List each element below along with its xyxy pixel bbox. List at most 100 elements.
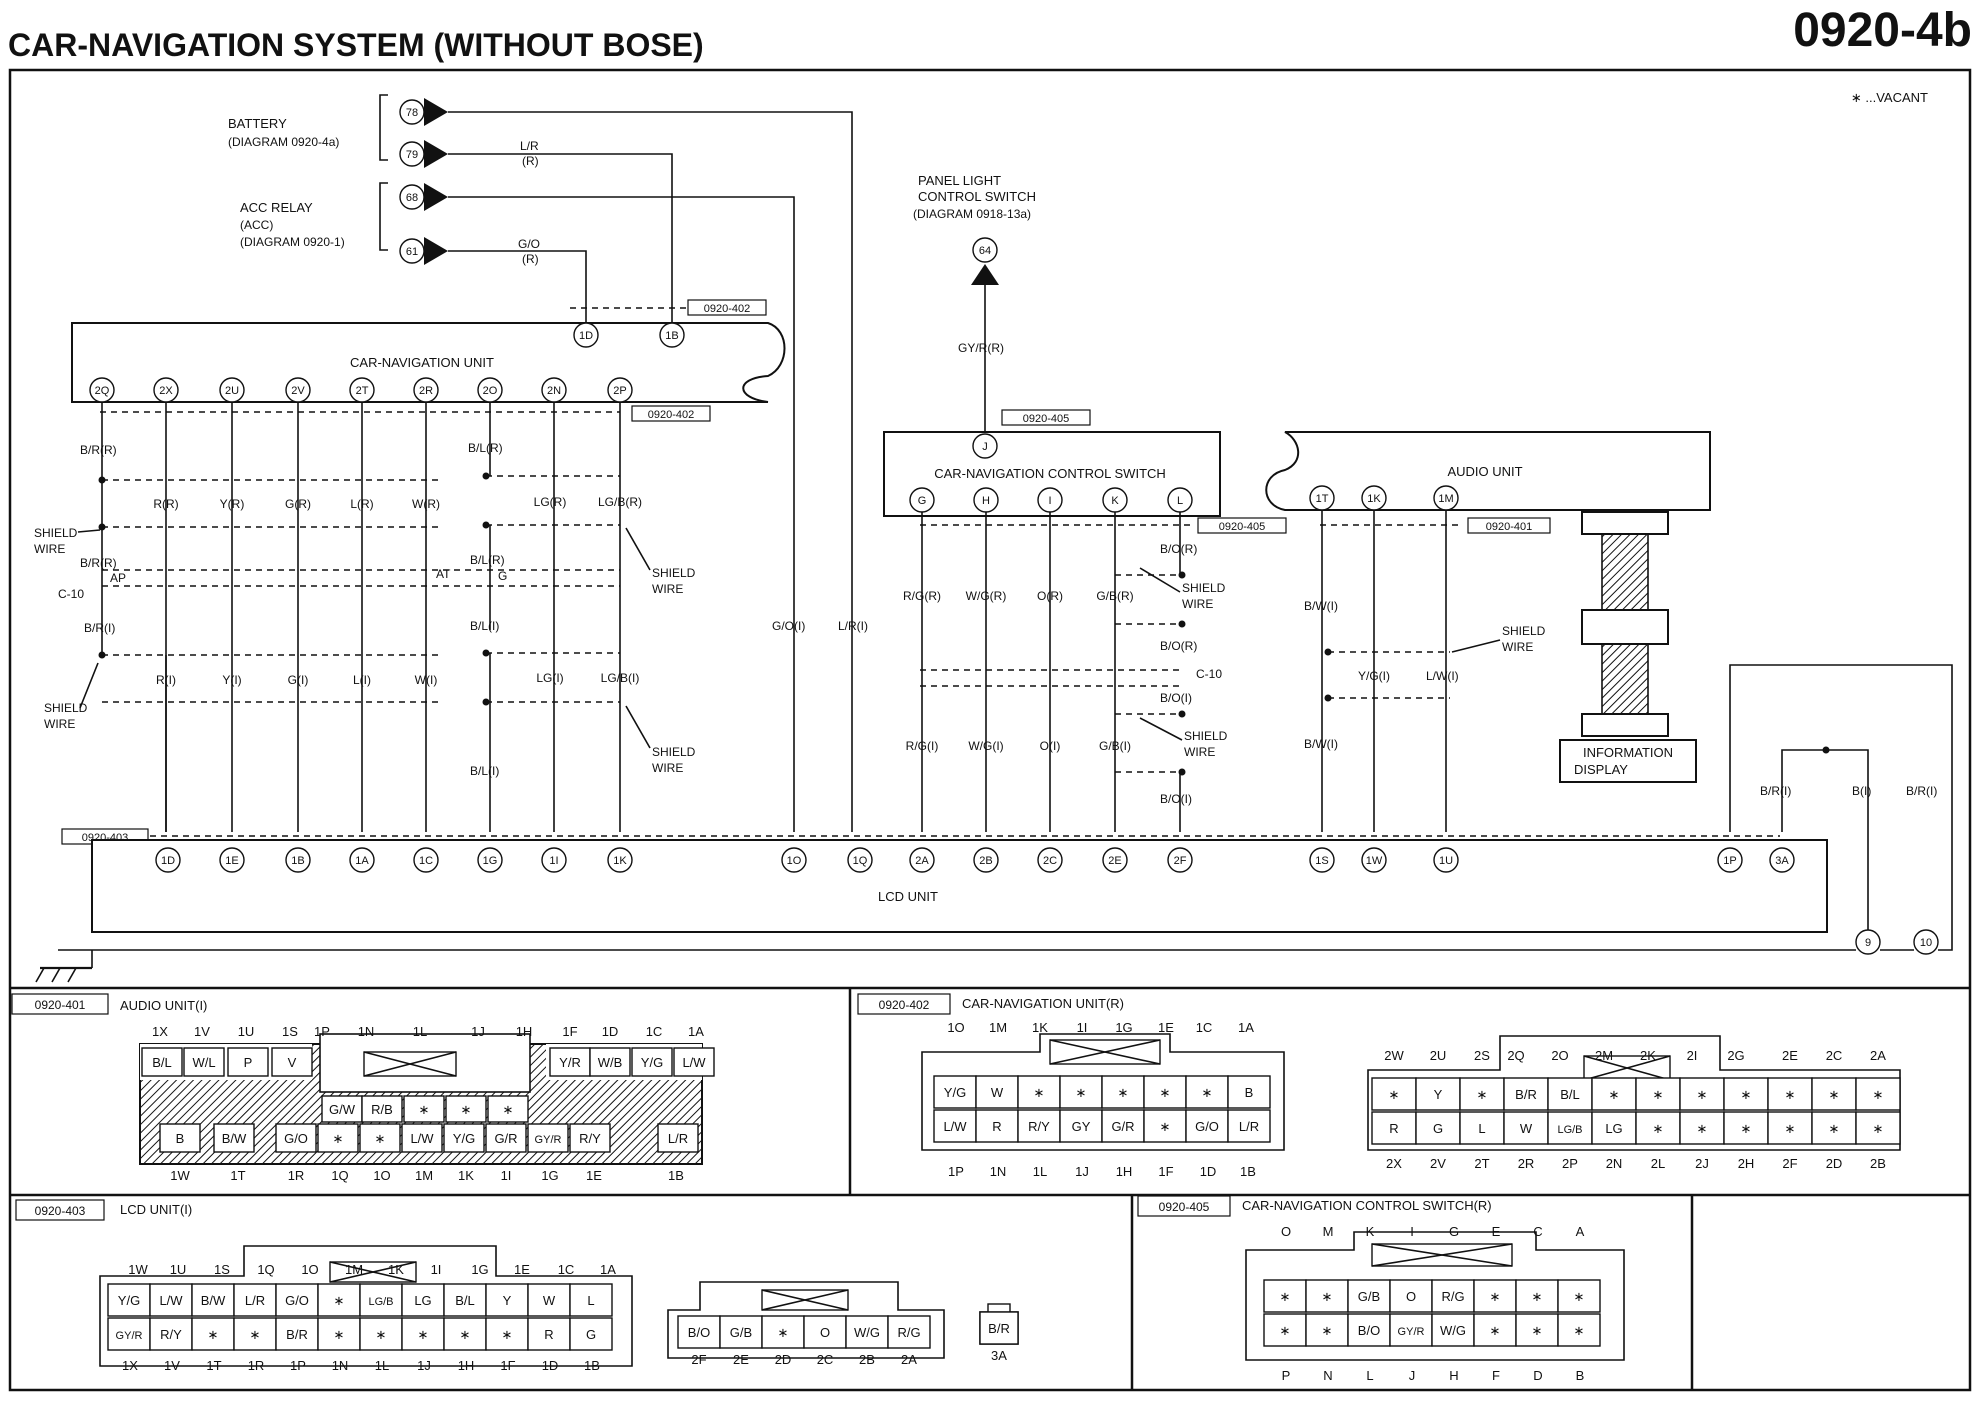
svg-text:LG: LG <box>1605 1121 1622 1136</box>
p402-a-row1-cell: Y/G <box>933 1075 977 1109</box>
svg-text:L: L <box>587 1293 594 1308</box>
p402-a-row2-cell: L/R <box>1227 1109 1271 1143</box>
p405-bottom-pin-label: P <box>1282 1368 1291 1383</box>
p403-b-bottom-pin-label: 2D <box>775 1352 792 1367</box>
p401-row2-cell: GY/R <box>527 1123 569 1153</box>
wire-label: B/R(R) <box>80 443 117 457</box>
svg-text:G/B: G/B <box>1358 1289 1380 1304</box>
splice <box>482 472 490 480</box>
svg-text:∗: ∗ <box>1202 1085 1213 1100</box>
p402-a-top-pin-label: 1E <box>1158 1020 1174 1035</box>
svg-text:1U: 1U <box>1439 855 1453 867</box>
p403-a-top-pin-label: 1A <box>600 1262 616 1277</box>
svg-text:B/L: B/L <box>152 1055 172 1070</box>
ap-label: AP <box>110 571 126 585</box>
svg-text:R/Y: R/Y <box>160 1327 182 1342</box>
p402-b-row2-cell: R <box>1371 1111 1417 1145</box>
svg-text:1I: 1I <box>549 855 558 867</box>
svg-text:Y: Y <box>503 1293 512 1308</box>
p403-a-top-pin-label: 1K <box>388 1262 404 1277</box>
p401-row2-cell: ∗ <box>317 1123 359 1153</box>
information-display <box>1559 739 1697 783</box>
svg-text:2E: 2E <box>1108 855 1121 867</box>
svg-text:R/Y: R/Y <box>579 1131 601 1146</box>
p405-row1-cell: ∗ <box>1557 1279 1601 1313</box>
p405-top-pin-label: M <box>1323 1224 1334 1239</box>
p402-a-row2-cell: R <box>975 1109 1019 1143</box>
wire-label: G(I) <box>288 673 309 687</box>
svg-text:G: G <box>586 1327 596 1342</box>
p405-row1-cell: O <box>1389 1279 1433 1313</box>
p402-a-row2-cell: GY <box>1059 1109 1103 1143</box>
p401-row2-cell: L/W <box>401 1123 443 1153</box>
p405-top-pin-label: K <box>1366 1224 1375 1239</box>
svg-text:∗: ∗ <box>1609 1087 1620 1102</box>
splice <box>98 523 106 531</box>
svg-text:∗: ∗ <box>333 1131 344 1146</box>
p401-row1-cell: W/L <box>183 1047 225 1077</box>
svg-text:L/W: L/W <box>159 1293 183 1308</box>
svg-text:B/L: B/L <box>1560 1087 1580 1102</box>
lcd-unit-pin-1D: 1D <box>155 847 181 873</box>
svg-text:W: W <box>543 1293 556 1308</box>
terminal-61: 61 <box>399 237 448 265</box>
wire-label: LG(R) <box>534 495 567 509</box>
wire-label: B/R(I) <box>84 621 115 635</box>
p403-b-bottom-pin-label: 2E <box>733 1352 749 1367</box>
lcd-unit-pin-1W: 1W <box>1361 847 1387 873</box>
at-label: AT <box>436 567 451 581</box>
svg-text:∗: ∗ <box>461 1102 472 1117</box>
p405-bottom-pin-label: F <box>1492 1368 1500 1383</box>
p402-b-bottom-pin-label: 2P <box>1562 1156 1578 1171</box>
svg-text:WIRE: WIRE <box>34 542 65 556</box>
svg-text:∗: ∗ <box>1829 1121 1840 1136</box>
wire-label: R/G(I) <box>906 739 939 753</box>
wire-label: G/B(R) <box>1096 589 1133 603</box>
p401-row1-cell: P <box>227 1047 269 1077</box>
p402-b-row2-cell: G <box>1415 1111 1461 1145</box>
splice <box>1178 571 1186 579</box>
svg-text:WIRE: WIRE <box>1182 597 1213 611</box>
p403-a-row1-cell: LG/B <box>359 1283 403 1317</box>
car-nav-pin-2X: 2X <box>153 377 179 403</box>
p403-a-row2-cell: ∗ <box>359 1317 403 1351</box>
p405-bottom-pin-label: L <box>1366 1368 1373 1383</box>
p402-b-bottom-pin-label: 2L <box>1651 1156 1665 1171</box>
p403-a-row2-cell: GY/R <box>107 1317 151 1351</box>
svg-text:W/L: W/L <box>192 1055 215 1070</box>
wire-label: B/O(R) <box>1160 542 1197 556</box>
svg-text:Y/G: Y/G <box>944 1085 966 1100</box>
wire-go-r <box>448 250 587 305</box>
p402-a-row1-cell: ∗ <box>1143 1075 1187 1109</box>
wire-label: LG/B(I) <box>601 671 640 685</box>
p402-b-bottom-pin-label: 2H <box>1738 1156 1755 1171</box>
p402-b-bottom-pin-label: 2R <box>1518 1156 1535 1171</box>
p402-b-bottom-pin-label: 2V <box>1430 1156 1446 1171</box>
p403-a-bottom-pin-label: 1P <box>290 1358 306 1373</box>
svg-text:2B: 2B <box>979 855 992 867</box>
svg-text:1C: 1C <box>419 855 433 867</box>
p402-b-row1-cell: Y <box>1415 1077 1461 1111</box>
splice <box>98 651 106 659</box>
svg-text:∗: ∗ <box>1477 1087 1488 1102</box>
p403-a-top-pin-label: 1Q <box>257 1262 274 1277</box>
car-nav-pin-2R: 2R <box>413 377 439 403</box>
wire-label: LG(I) <box>536 671 563 685</box>
p402-b-row1-cell: B/R <box>1503 1077 1549 1111</box>
svg-text:B: B <box>176 1131 185 1146</box>
car-nav-pin-2T: 2T <box>349 377 375 403</box>
p402-b-top-pin-label: 2U <box>1430 1048 1447 1063</box>
svg-text:L/R: L/R <box>245 1293 265 1308</box>
p402-b-top-pin-label: 2O <box>1551 1048 1568 1063</box>
p402-b-row1-cell: ∗ <box>1767 1077 1813 1111</box>
svg-text:SHIELD: SHIELD <box>652 745 696 759</box>
svg-text:∗: ∗ <box>1160 1119 1171 1134</box>
connector-tag <box>1197 517 1287 534</box>
p403-b-row-cell: O <box>803 1315 847 1349</box>
svg-text:R/B: R/B <box>371 1102 393 1117</box>
p402-b-row2-cell: ∗ <box>1855 1111 1901 1145</box>
p401-top-pin-label: 1V <box>194 1024 210 1039</box>
